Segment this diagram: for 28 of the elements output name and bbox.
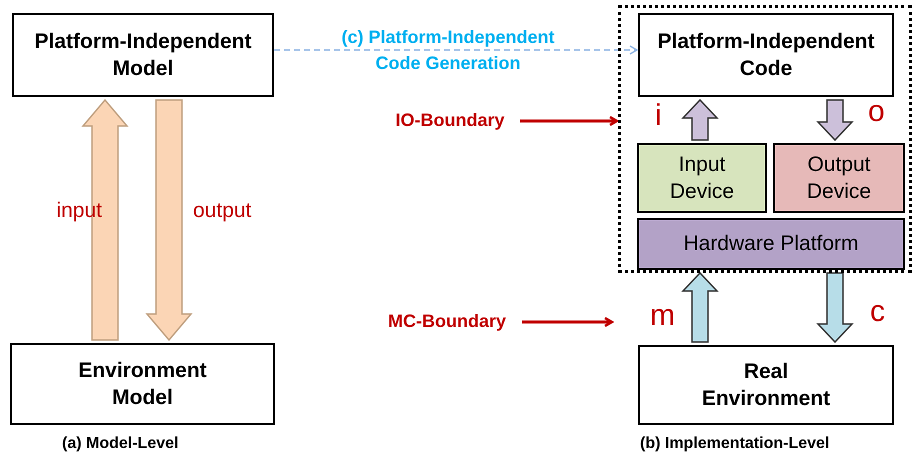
block-arrow <box>81 98 129 341</box>
boundary-label: MC-Boundary <box>372 310 522 334</box>
block-arrow <box>681 98 719 141</box>
block-arrow <box>816 272 854 344</box>
device-box: Input Device <box>637 143 767 213</box>
platform-box: Hardware Platform <box>637 218 905 270</box>
model-box: Platform-Independent Code <box>638 13 894 97</box>
boundary-label: IO-Boundary <box>380 109 520 133</box>
edge-label: o <box>868 94 885 130</box>
model-box: Environment Model <box>10 343 275 425</box>
arrow <box>520 116 618 126</box>
block-arrow <box>816 99 854 142</box>
edge-label: output <box>193 198 252 224</box>
device-box: Output Device <box>773 143 905 213</box>
block-arrow <box>681 272 719 343</box>
dotted-boundary-box <box>618 5 912 273</box>
edge-label: m <box>650 298 675 334</box>
arrow <box>522 316 614 328</box>
edge-label: i <box>655 98 662 134</box>
edge-label: c <box>870 294 885 330</box>
model-box: Real Environment <box>638 345 894 425</box>
dashed-arrow <box>274 45 638 55</box>
model-box: Platform-Independent Model <box>12 13 274 97</box>
panel-caption: (a) Model-Level <box>62 435 178 453</box>
panel-caption: (b) Implementation-Level <box>640 435 830 453</box>
edge-label: input <box>56 198 102 224</box>
edge-label: (c) Platform-Independent Code Generation <box>340 26 556 75</box>
block-arrow <box>145 99 193 342</box>
